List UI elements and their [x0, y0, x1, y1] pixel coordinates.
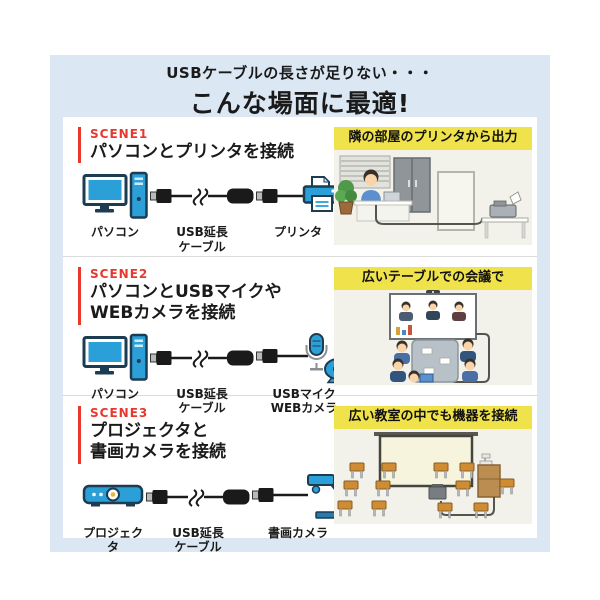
main-panel: USBケーブルの長さが足りない・・・ こんな場面に最適! SCENE1 パソコン… — [50, 55, 550, 554]
device-pc: パソコン — [82, 331, 148, 401]
header: USBケーブルの長さが足りない・・・ こんな場面に最適! — [50, 55, 550, 120]
scene-3-label: SCENE3 — [90, 406, 149, 420]
scene-3-illustration — [334, 428, 532, 524]
office-printer-illustration — [334, 149, 532, 245]
scene-1-illustration — [334, 149, 532, 245]
pc-icon-box — [82, 331, 148, 385]
scene-2-diagram: パソコン — [82, 331, 352, 416]
printer-icon — [256, 176, 340, 213]
usb-extension-cable-icon — [150, 188, 254, 207]
scene-1-banner: 隣の部屋のプリンタから出力 — [334, 127, 532, 150]
device-document-camera-label: 書画カメラ — [267, 525, 328, 540]
scene-3-title-block: SCENE3 プロジェクタと 書画カメラを接続 — [78, 406, 334, 464]
scene-1-label: SCENE1 — [90, 127, 149, 141]
pc-icon-box — [82, 169, 148, 223]
scene-2-title: パソコンとUSBマイクや WEBカメラを接続 — [90, 282, 282, 324]
cable-icon-box — [150, 331, 254, 385]
device-printer-label: プリンタ — [273, 225, 322, 240]
scene-2-left: SCENE2 パソコンとUSBマイクや WEBカメラを接続 — [78, 267, 352, 415]
usb-extension-cable-icon — [150, 349, 254, 368]
device-document-camera: 書画カメラ — [252, 470, 344, 540]
usb-extension-cable-icon — [146, 488, 250, 507]
printer-icon-box — [256, 169, 340, 223]
scene-2-banner: 広いテーブルでの会議で — [334, 267, 532, 290]
device-mic-webcam-label: USBマイク WEBカメラ — [270, 386, 338, 415]
scene-3-right: 広い教室の中でも機器を接続 — [334, 406, 532, 534]
pc-icon — [82, 333, 148, 381]
scene-2-illustration — [334, 289, 532, 385]
device-extension-cable: USB延長 ケーブル — [150, 331, 254, 416]
device-printer: プリンタ — [256, 169, 340, 239]
scene-1-title: パソコンとプリンタを接続 — [90, 142, 294, 162]
projector-icon-box — [82, 470, 144, 524]
device-pc: パソコン — [82, 169, 148, 239]
scene-1-diagram: パソコン — [82, 169, 340, 254]
device-projector-label: プロジェクタ — [82, 525, 143, 554]
scene-2-title-block: SCENE2 パソコンとUSBマイクや WEBカメラを接続 — [78, 267, 334, 325]
cable-icon-box — [146, 470, 250, 524]
scene-1-left: SCENE1 パソコンとプリンタを接続 — [78, 127, 340, 256]
device-extension-cable: USB延長 ケーブル — [150, 169, 254, 254]
scene-3-banner: 広い教室の中でも機器を接続 — [334, 406, 532, 429]
header-subtitle: USBケーブルの長さが足りない・・・ — [166, 64, 434, 82]
device-extension-cable-label: USB延長 ケーブル — [172, 525, 224, 554]
device-projector: プロジェクタ — [82, 470, 144, 555]
cable-icon-box — [150, 169, 254, 223]
classroom-illustration — [334, 428, 532, 524]
scenes-card: SCENE1 パソコンとプリンタを接続 — [63, 117, 537, 554]
device-pc-label: パソコン — [90, 386, 139, 401]
scene-3-diagram: プロジェクタ — [82, 470, 344, 555]
scene-2-label: SCENE2 — [90, 267, 149, 281]
pc-icon — [82, 172, 148, 219]
scene-3: SCENE3 プロジェクタと 書画カメラを接続 — [63, 395, 537, 554]
document-camera-icon-box — [252, 470, 344, 524]
device-pc-label: パソコン — [90, 225, 139, 240]
page-title: こんな場面に最適! — [189, 89, 411, 118]
meeting-illustration — [334, 289, 532, 385]
scene-1-title-block: SCENE1 パソコンとプリンタを接続 — [78, 127, 334, 164]
device-extension-cable-label: USB延長 ケーブル — [176, 386, 228, 415]
scene-2: SCENE2 パソコンとUSBマイクや WEBカメラを接続 — [63, 256, 537, 415]
device-extension-cable-label: USB延長 ケーブル — [176, 225, 228, 254]
scene-1-right: 隣の部屋のプリンタから出力 — [334, 127, 532, 256]
scene-3-title: プロジェクタと 書画カメラを接続 — [90, 421, 226, 463]
scene-1: SCENE1 パソコンとプリンタを接続 — [63, 117, 537, 256]
scene-3-left: SCENE3 プロジェクタと 書画カメラを接続 — [78, 406, 344, 554]
projector-icon — [82, 484, 144, 506]
scene-2-right: 広いテーブルでの会議で — [334, 267, 532, 395]
document-camera-icon — [252, 473, 344, 519]
device-extension-cable: USB延長 ケーブル — [146, 470, 250, 555]
device-mic-webcam: USBマイク WEBカメラ — [256, 331, 352, 416]
